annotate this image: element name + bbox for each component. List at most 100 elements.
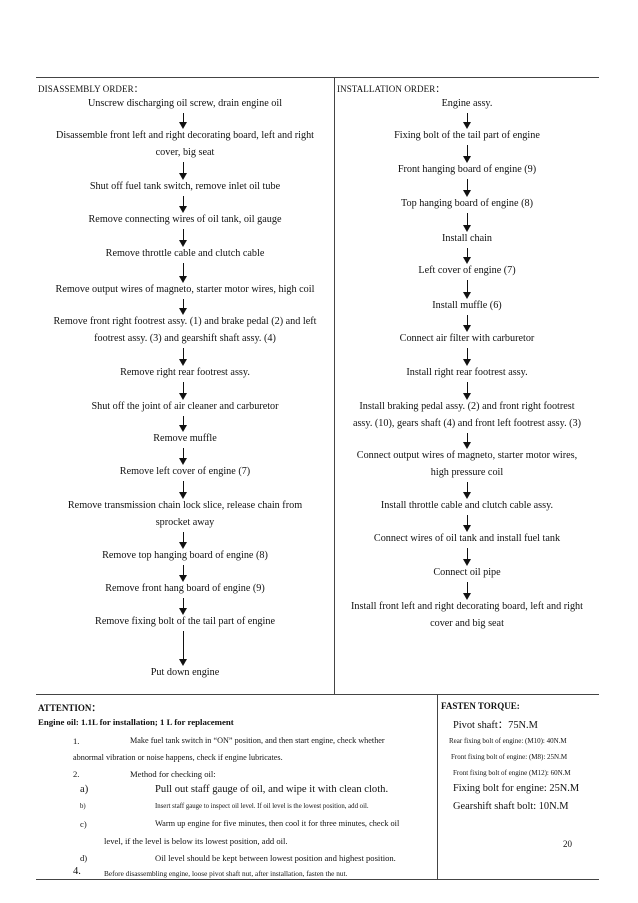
- disassembly-step-line: Remove throttle cable and clutch cable: [105, 248, 265, 259]
- installation-step-line: Install throttle cable and clutch cable …: [380, 500, 554, 511]
- installation-arrow-shaft: [467, 145, 468, 157]
- disassembly-step-line: sprocket away: [155, 517, 215, 528]
- disassembly-arrow: [179, 448, 189, 465]
- disassembly-arrow-shaft: [183, 565, 184, 576]
- installation-step-line: Install braking pedal assy. (2) and fron…: [359, 401, 575, 412]
- installation-arrow: [463, 213, 473, 232]
- disassembly-arrow-head: [179, 122, 187, 129]
- disassembly-step: Remove muffle: [37, 430, 333, 447]
- installation-step-line: Connect oil pipe: [433, 567, 501, 578]
- disassembly-arrow-shaft: [183, 196, 184, 207]
- disassembly-step: Remove throttle cable and clutch cable: [37, 245, 333, 262]
- disassembly-step: Unscrew discharging oil screw, drain eng…: [37, 95, 333, 112]
- attention-header: ATTENTION：: [38, 703, 101, 713]
- disassembly-step-line: cover, big seat: [155, 147, 215, 158]
- installation-step: Install chain: [336, 230, 598, 247]
- installation-arrow-head: [463, 525, 471, 532]
- item-c-text: Warm up engine for five minutes, then co…: [155, 819, 400, 828]
- installation-arrow-shaft: [467, 482, 468, 493]
- installation-step: Engine assy.: [336, 95, 598, 112]
- item2-number: 2.: [73, 769, 80, 779]
- disassembly-arrow-shaft: [183, 229, 184, 241]
- disassembly-arrow: [179, 532, 189, 549]
- disassembly-arrow-head: [179, 542, 187, 549]
- installation-step-line: high pressure coil: [430, 467, 504, 478]
- disassembly-arrow: [179, 229, 189, 247]
- installation-step: Install braking pedal assy. (2) and fron…: [336, 398, 598, 432]
- item-c-continuation: level, if the level is below its lowest …: [104, 836, 288, 846]
- disassembly-arrow-head: [179, 173, 187, 180]
- disassembly-step: Remove left cover of engine (7): [37, 463, 333, 480]
- item2-text: Method for checking oil:: [130, 769, 216, 779]
- disassembly-arrow-head: [179, 206, 187, 213]
- disassembly-arrow: [179, 481, 189, 499]
- installation-step-line: Connect air filter with carburetor: [399, 333, 535, 344]
- engine-oil-note: Engine oil: 1.1L for installation; 1 L f…: [38, 717, 234, 727]
- disassembly-arrow-shaft: [183, 416, 184, 426]
- disassembly-step-line: Shut off fuel tank switch, remove inlet …: [89, 181, 281, 192]
- installation-arrow-head: [463, 292, 471, 299]
- column-divider: [334, 77, 335, 694]
- item-a-number: a): [80, 784, 89, 795]
- disassembly-arrow-shaft: [183, 382, 184, 394]
- installation-arrow: [463, 348, 473, 366]
- item-b-number: b): [80, 803, 86, 810]
- disassembly-arrow-shaft: [183, 263, 184, 277]
- installation-arrow-head: [463, 225, 471, 232]
- disassembly-arrow: [179, 113, 189, 129]
- section-divider: [36, 694, 599, 695]
- disassembly-step-line: Remove transmission chain lock slice, re…: [67, 500, 303, 511]
- disassembly-arrow-shaft: [183, 348, 184, 360]
- installation-step: Connect wires of oil tank and install fu…: [336, 530, 598, 547]
- installation-arrow: [463, 113, 473, 129]
- installation-arrow-head: [463, 393, 471, 400]
- installation-step-line: Install front left and right decorating …: [351, 601, 583, 612]
- installation-step-line: Connect wires of oil tank and install fu…: [373, 533, 561, 544]
- item-b-text: Insert staff gauge to inspect oil level.…: [155, 803, 369, 810]
- disassembly-arrow-shaft: [183, 448, 184, 459]
- installation-step-line: Fixing bolt of the tail part of engine: [394, 130, 540, 141]
- installation-step-line: Front hanging board of engine (9): [397, 164, 537, 175]
- installation-step-line: Install muffle (6): [432, 300, 502, 311]
- item-d-number: d): [80, 853, 88, 863]
- installation-arrow-shaft: [467, 382, 468, 394]
- disassembly-arrow: [179, 382, 189, 400]
- disassembly-arrow: [179, 263, 189, 283]
- disassembly-step-line: Remove right rear footrest assy.: [120, 367, 250, 378]
- installation-step-line: Top hanging board of engine (8): [401, 198, 533, 209]
- installation-step-line: Install chain: [441, 233, 493, 244]
- item-d-text: Oil level should be kept between lowest …: [155, 853, 396, 863]
- installation-step: Install front left and right decorating …: [336, 598, 598, 632]
- disassembly-step: Remove right rear footrest assy.: [37, 364, 333, 381]
- disassembly-step-line: Remove output wires of magneto, starter …: [55, 284, 315, 295]
- installation-step-line: cover and big seat: [430, 618, 504, 629]
- disassembly-step-line: footrest assy. (3) and gearshift shaft a…: [94, 333, 276, 344]
- disassembly-step-line: Put down engine: [150, 667, 220, 678]
- disassembly-arrow-shaft: [183, 532, 184, 543]
- disassembly-step: Disassemble front left and right decorat…: [37, 127, 333, 161]
- installation-arrow-head: [463, 593, 471, 600]
- installation-arrow-head: [463, 442, 471, 449]
- installation-arrow-shaft: [467, 280, 468, 293]
- torque-header: FASTEN TORQUE:: [441, 701, 520, 711]
- disassembly-step-line: Remove fixing bolt of the tail part of e…: [95, 616, 275, 627]
- item4-text: Before disassembling engine, loose pivot…: [104, 869, 348, 878]
- torque-engine-fixing-bolt: Fixing bolt for engine: 25N.M: [453, 783, 580, 794]
- item-a-text: Pull out staff gauge of oil, and wipe it…: [155, 784, 389, 795]
- installation-step: Left cover of engine (7): [336, 262, 598, 279]
- disassembly-arrow: [179, 162, 189, 180]
- disassembly-arrow: [179, 598, 189, 615]
- installation-arrow: [463, 515, 473, 532]
- disassembly-arrow-shaft: [183, 481, 184, 493]
- disassembly-step: Remove output wires of magneto, starter …: [37, 281, 333, 298]
- disassembly-arrow-head: [179, 458, 187, 465]
- installation-step: Fixing bolt of the tail part of engine: [336, 127, 598, 144]
- disassembly-arrow-head: [179, 659, 187, 666]
- installation-header: INSTALLATION ORDER：: [337, 84, 445, 94]
- installation-arrow: [463, 248, 473, 264]
- installation-step: Connect oil pipe: [336, 564, 598, 581]
- disassembly-arrow-shaft: [183, 162, 184, 174]
- disassembly-header: DISASSEMBLY ORDER：: [38, 84, 143, 94]
- torque-gearshift-bolt: Gearshift shaft bolt: 10N.M: [453, 801, 569, 812]
- item1-continuation: abnormal vibration or noise happens, che…: [73, 753, 283, 762]
